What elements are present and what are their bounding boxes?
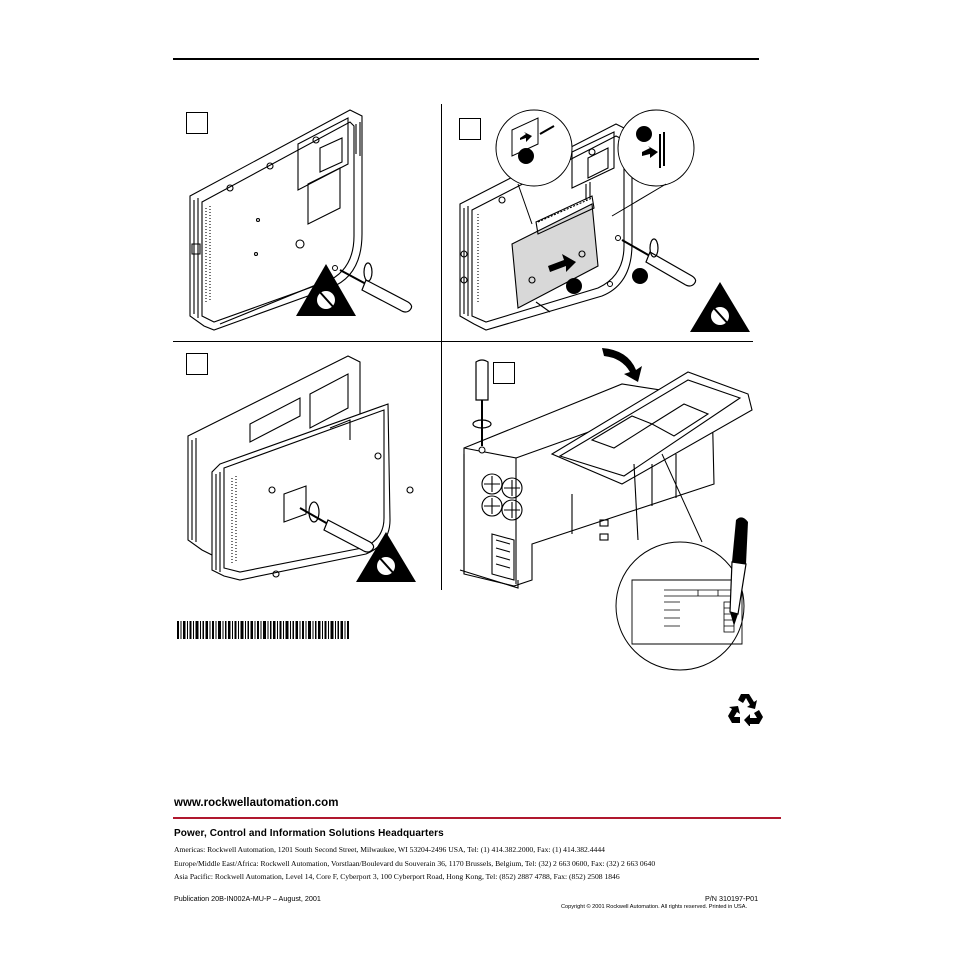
- recycle-icon: [728, 694, 763, 726]
- address-americas: Americas: Rockwell Automation, 1201 Sout…: [174, 845, 605, 854]
- step-box-3: [186, 353, 208, 375]
- hq-title: Power, Control and Information Solutions…: [174, 828, 444, 839]
- address-asia-pacific: Asia Pacific: Rockwell Automation, Level…: [174, 872, 620, 881]
- address-emea: Europe/Middle East/Africa: Rockwell Auto…: [174, 859, 656, 868]
- screwdriver-icon: [332, 262, 413, 313]
- panel-divider-vertical: [441, 104, 442, 590]
- illustration-step-4: [459, 348, 753, 671]
- part-number: P/N 310197-P01: [705, 894, 759, 903]
- panel-divider-horizontal-left: [173, 341, 441, 342]
- callout-dot: [566, 278, 582, 294]
- marker-pen-icon: [729, 517, 748, 626]
- esd-warning-icon: [356, 532, 416, 582]
- esd-warning-icon: [690, 282, 750, 332]
- website-url[interactable]: www.rockwellautomation.com: [174, 797, 339, 809]
- callout-dot: [632, 268, 648, 284]
- barcode-icon: [177, 621, 349, 639]
- esd-warning-icon: [296, 264, 356, 316]
- callout-dot: [518, 148, 534, 164]
- curved-arrow-icon: [602, 348, 642, 382]
- illustration-step-3: [187, 355, 416, 582]
- panel-divider-horizontal-right: [441, 341, 753, 342]
- screwdriver-icon: [472, 359, 492, 454]
- footer-red-rule: [173, 817, 781, 819]
- publication-number: Publication 20B-IN002A-MU-P – August, 20…: [174, 894, 321, 903]
- screwdriver-icon: [299, 501, 375, 553]
- screwdriver-icon: [607, 235, 697, 287]
- step-box-1: [186, 112, 208, 134]
- callout-dot: [636, 126, 652, 142]
- copyright-notice: Copyright © 2001 Rockwell Automation. Al…: [561, 904, 748, 910]
- illustration-step-2: [459, 109, 750, 332]
- step-box-4: [493, 362, 515, 384]
- illustration-step-1: [189, 109, 413, 331]
- step-box-2: [459, 118, 481, 140]
- top-rule: [173, 58, 759, 60]
